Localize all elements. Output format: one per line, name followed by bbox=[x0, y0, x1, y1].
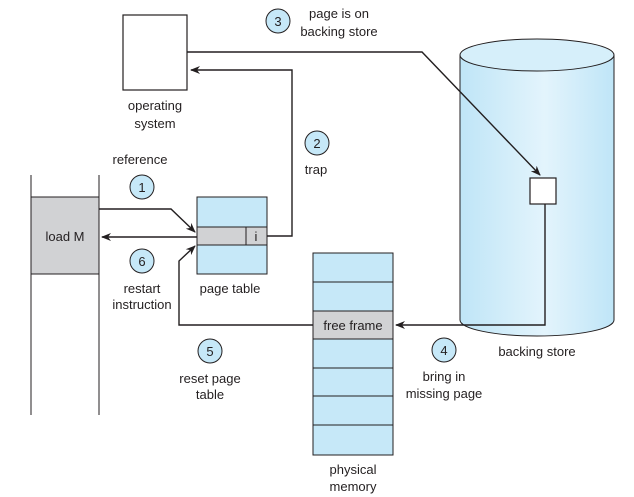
bring-in-label-2: missing page bbox=[406, 386, 483, 401]
operating-system-box bbox=[122, 14, 188, 91]
os-label-1: operating bbox=[128, 98, 182, 113]
restart-label-2: instruction bbox=[112, 297, 171, 312]
step-1: 1 bbox=[129, 174, 155, 200]
reference-label: reference bbox=[113, 152, 168, 167]
arrow-reset-table bbox=[178, 245, 313, 326]
step-3: 3 bbox=[265, 8, 291, 34]
physical-memory-label-2: memory bbox=[330, 479, 377, 494]
arrow-reference bbox=[99, 208, 196, 233]
arrow-page-on-store bbox=[187, 51, 541, 176]
reset-label-2: table bbox=[196, 387, 224, 402]
step-6: 6 bbox=[129, 248, 155, 274]
step-5: 5 bbox=[197, 338, 223, 364]
step-4: 4 bbox=[431, 337, 457, 363]
page-table-label: page table bbox=[200, 281, 261, 296]
arrow-trap bbox=[190, 66, 293, 237]
page-on-store-label-2: backing store bbox=[300, 24, 377, 39]
restart-label-1: restart bbox=[124, 281, 161, 296]
page-on-store-label-1: page is on bbox=[309, 6, 369, 21]
svg-text:6: 6 bbox=[138, 254, 145, 269]
physical-memory bbox=[312, 252, 394, 456]
svg-text:1: 1 bbox=[138, 180, 145, 195]
backing-store-top bbox=[459, 38, 615, 72]
physical-memory-label-1: physical bbox=[330, 462, 377, 477]
load-m-box bbox=[30, 196, 100, 275]
trap-label: trap bbox=[305, 162, 327, 177]
free-frame-label: free frame bbox=[323, 318, 382, 333]
step-2: 2 bbox=[304, 130, 330, 156]
svg-text:4: 4 bbox=[440, 343, 447, 358]
free-frame bbox=[312, 310, 394, 340]
reset-label-1: reset page bbox=[179, 371, 240, 386]
page-on-disk bbox=[529, 177, 557, 205]
backing-store-label: backing store bbox=[498, 344, 575, 359]
svg-text:2: 2 bbox=[313, 136, 320, 151]
bring-in-label-1: bring in bbox=[423, 369, 466, 384]
invalid-bit: i bbox=[255, 229, 258, 244]
load-m-label: load M bbox=[45, 229, 84, 244]
svg-text:5: 5 bbox=[206, 344, 213, 359]
os-label-2: system bbox=[134, 116, 175, 131]
svg-text:3: 3 bbox=[274, 14, 281, 29]
arrow-bring-in bbox=[395, 204, 546, 329]
